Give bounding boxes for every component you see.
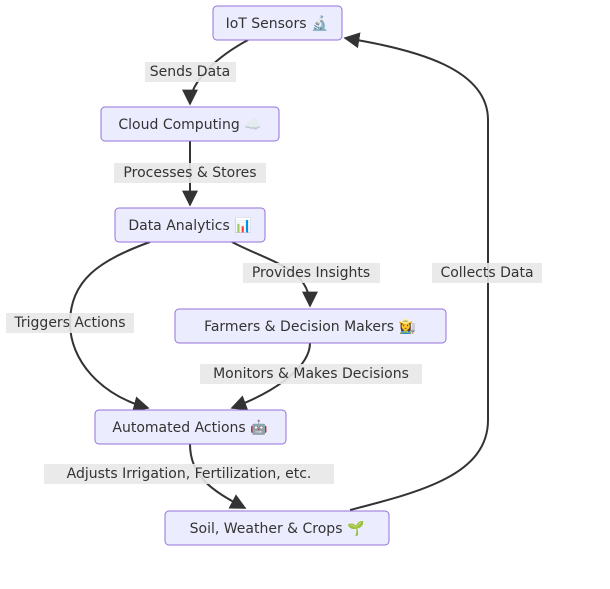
- edge-label-collects-data: Collects Data: [432, 263, 542, 283]
- svg-text:Provides Insights: Provides Insights: [252, 265, 370, 281]
- svg-text:Triggers Actions: Triggers Actions: [13, 315, 125, 331]
- svg-text:Farmers & Decision Makers 👩‍�: Farmers & Decision Makers 👩‍🌾: [204, 318, 416, 335]
- svg-text:Automated Actions 🤖: Automated Actions 🤖: [112, 419, 267, 436]
- svg-text:Adjusts Irrigation, Fertilizat: Adjusts Irrigation, Fertilization, etc.: [67, 466, 312, 482]
- edge-label-processes-stores: Processes & Stores: [114, 163, 266, 183]
- nodes: IoT Sensors 🔬 Cloud Computing ☁️ Data An…: [94, 5, 447, 546]
- node-soil-weather-crops: Soil, Weather & Crops 🌱: [164, 510, 390, 546]
- edge-label-triggers-actions: Triggers Actions: [6, 313, 134, 333]
- node-farmers-decision-makers: Farmers & Decision Makers 👩‍🌾: [174, 308, 447, 344]
- edge-labels: Sends Data Processes & Stores Provides I…: [6, 62, 542, 484]
- svg-text:Monitors & Makes Decisions: Monitors & Makes Decisions: [213, 366, 409, 382]
- svg-text:Collects Data: Collects Data: [440, 265, 533, 281]
- edge-label-monitors-decisions: Monitors & Makes Decisions: [200, 364, 422, 384]
- edge-label-adjusts: Adjusts Irrigation, Fertilization, etc.: [44, 464, 334, 484]
- svg-text:Processes & Stores: Processes & Stores: [123, 165, 256, 181]
- node-data-analytics: Data Analytics 📊: [114, 207, 266, 243]
- svg-text:Soil, Weather & Crops 🌱: Soil, Weather & Crops 🌱: [190, 520, 365, 537]
- svg-text:Sends Data: Sends Data: [150, 64, 230, 80]
- edge-label-sends-data: Sends Data: [145, 62, 236, 82]
- node-iot-sensors: IoT Sensors 🔬: [212, 5, 343, 41]
- svg-text:Cloud Computing ☁️: Cloud Computing ☁️: [118, 117, 261, 133]
- svg-text:IoT Sensors 🔬: IoT Sensors 🔬: [226, 14, 329, 32]
- node-cloud-computing: Cloud Computing ☁️: [100, 106, 280, 142]
- node-automated-actions: Automated Actions 🤖: [94, 409, 287, 445]
- svg-text:Data Analytics 📊: Data Analytics 📊: [128, 217, 251, 234]
- edge-label-provides-insights: Provides Insights: [243, 263, 380, 283]
